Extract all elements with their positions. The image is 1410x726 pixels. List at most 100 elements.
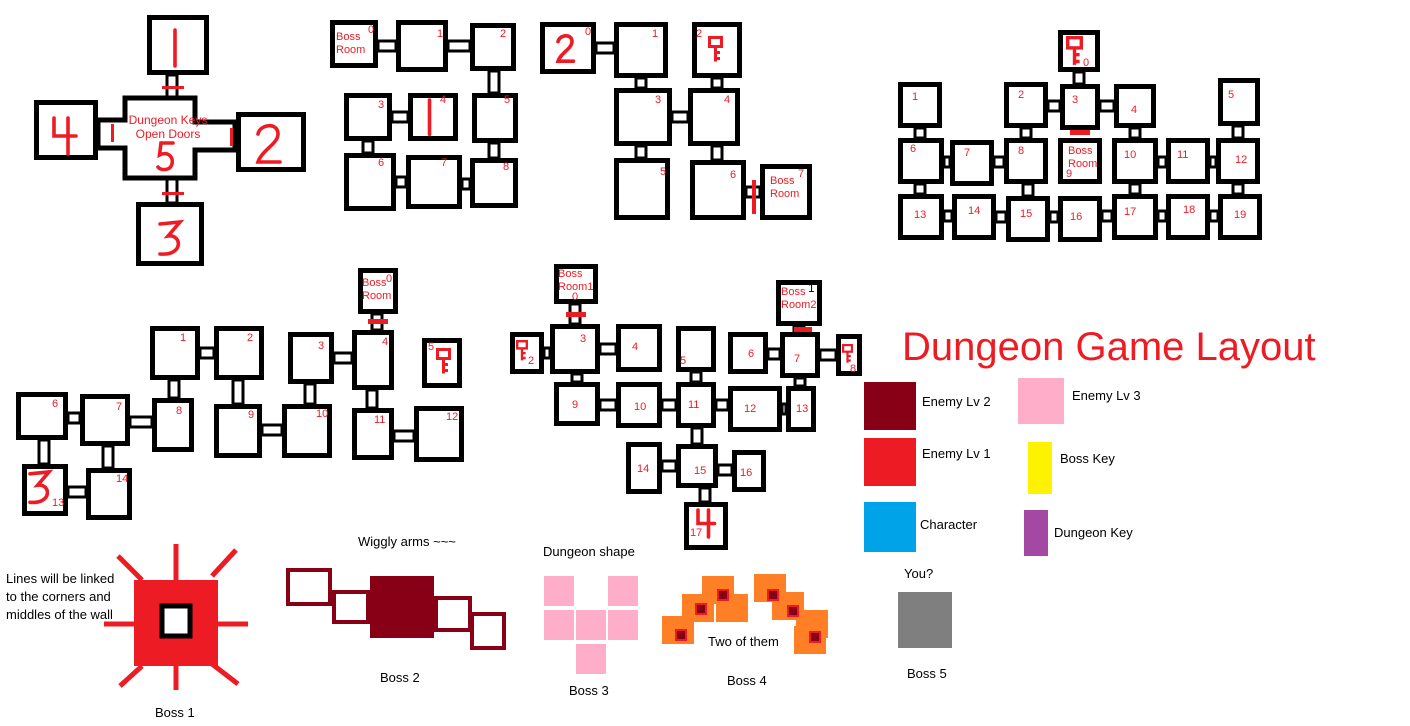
- boss5-body: [898, 592, 952, 648]
- legend-swatch: [1024, 510, 1048, 556]
- d3-link: [913, 182, 927, 196]
- d3-num: 3: [1072, 94, 1078, 106]
- boss1-spoke: [210, 662, 240, 686]
- d1-boss-label: Room: [336, 44, 365, 56]
- label: 7: [798, 168, 804, 180]
- hub-number-4: [52, 116, 78, 156]
- d3-link: [1048, 210, 1060, 224]
- d5-room-14: [626, 442, 662, 494]
- d3-link: [1231, 182, 1245, 196]
- d2-room-5: [614, 158, 670, 220]
- d5-num: 3: [580, 333, 586, 345]
- d5-link: [793, 376, 807, 388]
- d5-num: 14: [637, 463, 649, 475]
- hub-center-room: [95, 95, 238, 181]
- hub-number-2: [255, 123, 282, 164]
- boss1-name: Boss 1: [155, 705, 195, 720]
- d4-link: [167, 378, 181, 400]
- d3-num: 18: [1183, 204, 1195, 216]
- d1-room-4: [408, 93, 458, 141]
- d1-link: [487, 69, 501, 95]
- boss3-block: [608, 576, 638, 606]
- d3-room-15: [1006, 196, 1050, 242]
- label: 4: [724, 94, 730, 106]
- d4-link: [260, 423, 284, 437]
- d3-room-19: [1218, 194, 1262, 240]
- boss4-eye: [695, 603, 707, 615]
- d4-room-9: [214, 404, 262, 458]
- d3-num: 16: [1070, 211, 1082, 223]
- d4-num: 4: [382, 336, 388, 348]
- d4-num: 11: [374, 414, 385, 426]
- d5-link: [660, 459, 678, 473]
- d5-room-5: [676, 326, 716, 372]
- d5-num: 7: [794, 353, 800, 365]
- d5-num: 15: [694, 465, 706, 477]
- key-icon-teeth: [714, 46, 720, 62]
- d4-num: 3: [318, 340, 324, 352]
- d3-num: 1: [912, 91, 918, 103]
- d3-num: 4: [1131, 104, 1137, 116]
- d3-link: [1208, 209, 1220, 223]
- d5-boss-door-1: [566, 312, 586, 317]
- d5-link: [598, 342, 618, 356]
- d1-link: [460, 177, 472, 191]
- d4-num: 10: [316, 408, 328, 420]
- d2-key-icon: [708, 36, 723, 62]
- legend-swatch: [1018, 378, 1064, 424]
- d4-link: [231, 378, 245, 406]
- d1-room-7: [406, 155, 462, 209]
- d2-link: [634, 144, 648, 160]
- d3-num: 19: [1234, 209, 1246, 221]
- d4-link: [66, 411, 82, 425]
- d1-link: [487, 141, 501, 160]
- d4-room-3: [288, 332, 334, 384]
- d5-num: 6: [748, 348, 754, 360]
- label: 3: [378, 99, 384, 111]
- hub-number-5: [156, 141, 175, 172]
- d3-boss-door: [1070, 130, 1090, 135]
- d3-link: [942, 155, 952, 169]
- d3-num: 7: [964, 147, 970, 159]
- d4-room-10: [282, 404, 332, 458]
- you-label: You?: [904, 566, 933, 581]
- d1-link: [394, 175, 408, 189]
- d3-room-8: [1004, 138, 1048, 184]
- d5-num: 11: [688, 399, 699, 411]
- d4-link: [66, 485, 88, 499]
- d3-key-icon: [1066, 36, 1084, 65]
- d2-link: [670, 110, 690, 124]
- d5-room-0: [554, 264, 598, 304]
- d3-boss-label: Boss: [1068, 145, 1093, 157]
- d5-boss-door-2: [794, 327, 812, 332]
- boss5-name: Boss 5: [907, 666, 947, 681]
- legend-swatch: [1028, 442, 1052, 494]
- big-digit-stroke: [696, 508, 717, 539]
- d2-room-3: [614, 88, 672, 146]
- d3-room-14: [952, 194, 996, 240]
- d2-room-1: [614, 22, 668, 78]
- d2-room-2: [692, 22, 742, 78]
- boss4-name: Boss 4: [727, 673, 767, 688]
- d5-link: [714, 398, 730, 412]
- d5-room-7: [780, 332, 820, 378]
- d1-num: 0: [368, 24, 374, 36]
- big-digit-stroke: [158, 219, 185, 256]
- d5-link: [698, 486, 712, 504]
- d2-exit-number: [555, 34, 576, 64]
- d5-room-10: [616, 382, 662, 428]
- boss2-note: Wiggly arms ~~~: [358, 534, 456, 549]
- d4-link: [392, 429, 416, 443]
- d5-num: 4: [632, 341, 638, 353]
- d5-link: [716, 463, 734, 477]
- d2-room-7: [760, 164, 812, 220]
- legend-swatch: [864, 382, 916, 430]
- label: 5: [660, 166, 666, 178]
- d3-link: [992, 155, 1006, 169]
- boss2-body: [370, 576, 434, 638]
- legend-label: Enemy Lv 3: [1072, 388, 1141, 403]
- d2-room-4: [688, 88, 740, 146]
- d5-key-icon-right: [842, 344, 854, 363]
- d3-link: [1072, 70, 1086, 86]
- d3-room-17: [1112, 194, 1158, 240]
